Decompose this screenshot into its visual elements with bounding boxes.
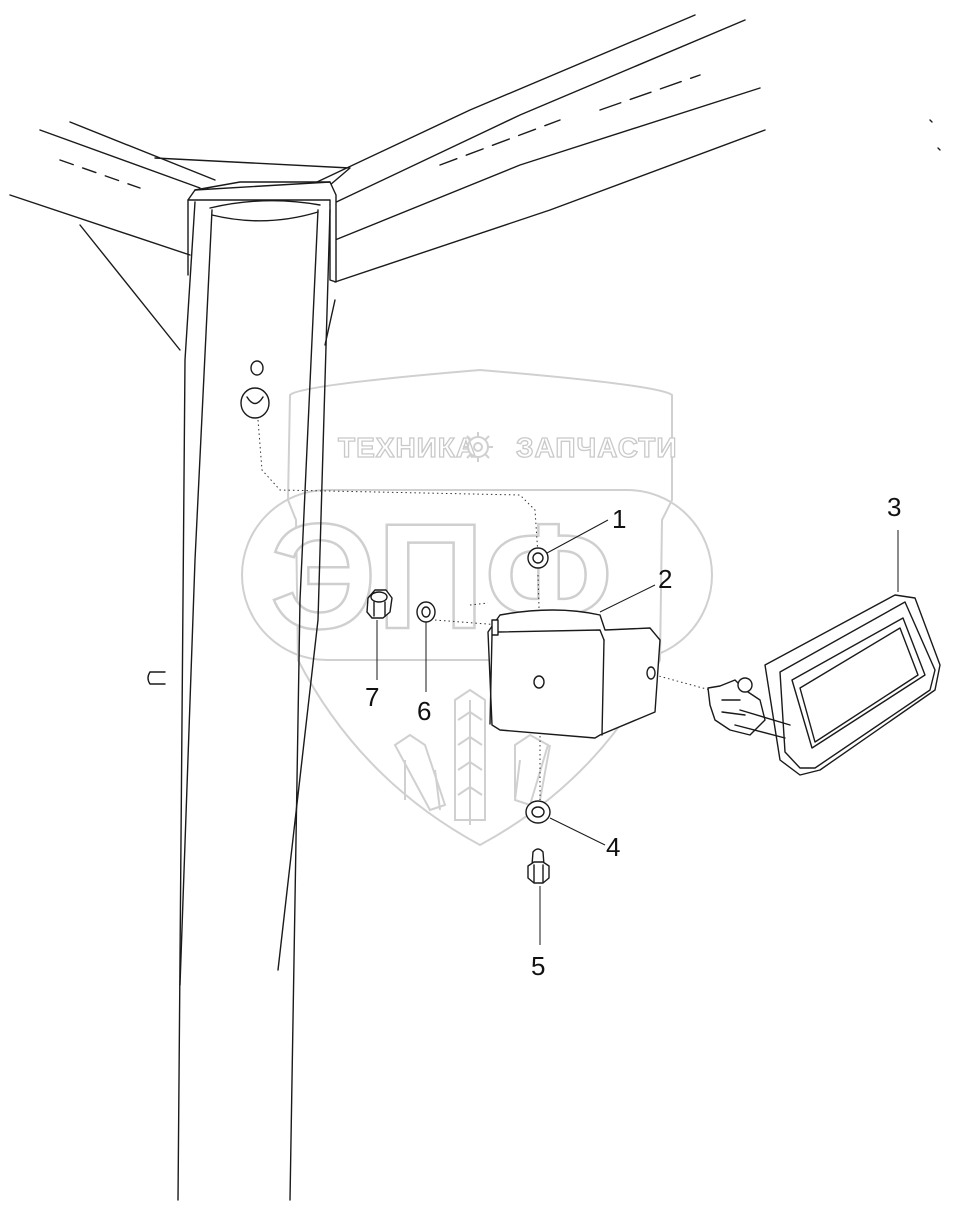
watermark-text-right: ЗАПЧАСТИ <box>516 432 677 463</box>
part-6-washer <box>416 601 436 623</box>
watermark: ТЕХНИКА ЗАПЧАСТИ ЭПФ <box>241 368 713 847</box>
part-5-bolt <box>527 848 550 884</box>
callout-7: 7 <box>365 682 379 712</box>
part-3-lamp <box>707 594 941 776</box>
watermark-big-letters: ЭПФ <box>270 492 613 660</box>
watermark-wheat <box>393 688 551 825</box>
roof-frame <box>9 14 941 351</box>
callout-2: 2 <box>658 564 672 594</box>
callout-6: 6 <box>417 696 431 726</box>
callout-1: 1 <box>612 504 626 534</box>
callout-3: 3 <box>887 492 901 522</box>
gear-icon <box>463 432 493 462</box>
part-4-washer <box>525 800 551 824</box>
watermark-text-left: ТЕХНИКА <box>338 432 477 463</box>
callout-5: 5 <box>531 951 545 981</box>
part-7-nut <box>366 589 393 619</box>
callout-4: 4 <box>606 832 620 862</box>
watermark-band <box>241 489 713 661</box>
part-1-nut <box>527 547 549 569</box>
post-holes <box>240 360 270 419</box>
part-2-bracket <box>487 609 661 739</box>
vertical-post <box>147 181 337 1201</box>
leader-lines <box>376 519 899 945</box>
callouts: 1 2 3 4 5 6 7 <box>365 492 901 981</box>
